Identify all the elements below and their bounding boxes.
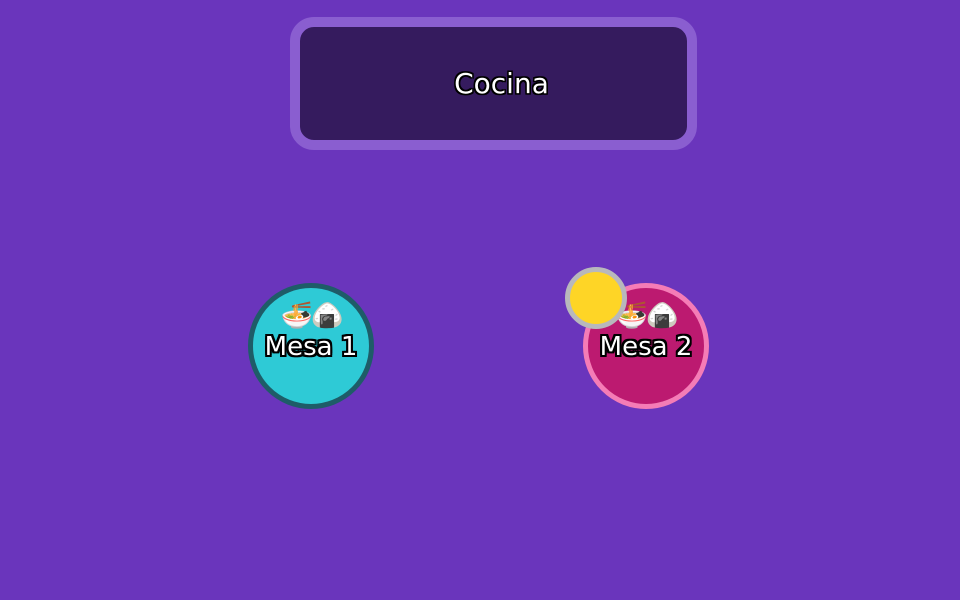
player-token[interactable] (565, 267, 627, 329)
table-1-order-icons: 🍜🍙 (280, 301, 344, 331)
kitchen-label: Cocina (454, 67, 549, 100)
kitchen-counter[interactable]: Cocina (290, 17, 697, 150)
table-2-label: Mesa 2 (599, 332, 693, 362)
table-1[interactable]: 🍜🍙 Mesa 1 (248, 283, 374, 409)
table-2[interactable]: 🍜🍙 Mesa 2 (583, 283, 709, 409)
table-1-label: Mesa 1 (264, 332, 358, 362)
table-2-order-icons: 🍜🍙 (615, 301, 679, 331)
